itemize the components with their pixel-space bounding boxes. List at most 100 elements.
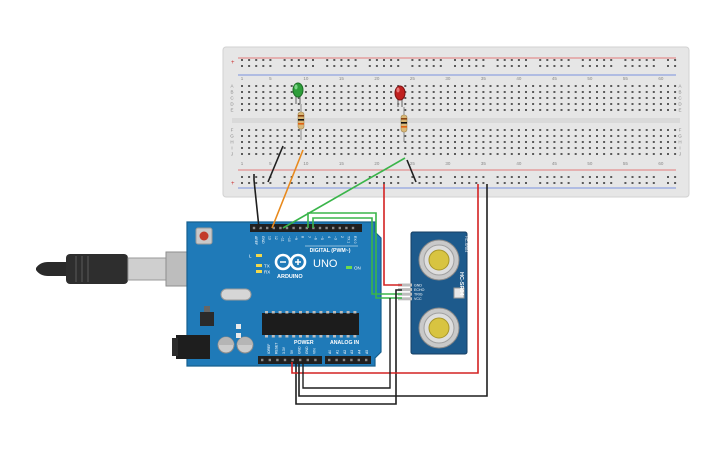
breadboard-hole[interactable] [631,135,634,137]
breadboard-hole[interactable] [255,109,258,111]
breadboard-hole[interactable] [262,97,265,99]
breadboard-hole[interactable] [532,129,535,131]
analog-header-pin[interactable] [342,358,346,362]
breadboard-hole[interactable] [659,85,662,87]
breadboard-hole[interactable] [333,153,336,155]
wire-orange-green-led[interactable] [271,149,304,229]
wire-black-gnd-digital[interactable] [253,174,260,229]
breadboard-hole[interactable] [475,129,478,131]
breadboard-hole[interactable] [560,97,563,99]
breadboard-hole[interactable] [297,97,300,99]
breadboard-hole[interactable] [567,97,570,99]
breadboard-hole[interactable] [468,97,471,99]
breadboard-hole[interactable] [340,109,343,111]
breadboard-hole[interactable] [304,65,307,67]
breadboard-hole[interactable] [489,147,492,149]
breadboard-hole[interactable] [347,91,350,93]
breadboard-hole[interactable] [659,135,662,137]
wires[interactable] [253,145,488,405]
breadboard-hole[interactable] [304,103,307,105]
usb-cable[interactable] [36,251,197,287]
breadboard-hole[interactable] [667,147,669,149]
breadboard-hole[interactable] [319,109,322,111]
power-header-pin[interactable] [261,358,264,362]
breadboard-hole[interactable] [667,65,669,67]
breadboard-hole[interactable] [383,129,385,131]
breadboard-hole[interactable] [560,153,563,155]
breadboard-hole[interactable] [588,103,591,105]
breadboard-hole[interactable] [418,129,421,131]
breadboard-hole[interactable] [610,135,613,137]
breadboard-hole[interactable] [638,65,641,67]
breadboard-hole[interactable] [517,153,520,155]
breadboard-hole[interactable] [241,91,243,93]
breadboard-hole[interactable] [425,65,428,67]
breadboard-hole[interactable] [269,141,272,143]
breadboard-hole[interactable] [347,85,350,87]
breadboard-hole[interactable] [432,182,435,184]
breadboard-hole[interactable] [397,109,400,111]
breadboard-hole[interactable] [539,153,542,155]
breadboard-hole[interactable] [446,153,449,155]
breadboard-hole[interactable] [532,153,535,155]
breadboard-hole[interactable] [532,97,535,99]
breadboard-hole[interactable] [652,129,655,131]
breadboard-hole[interactable] [375,109,378,111]
breadboard-hole[interactable] [354,135,357,137]
breadboard-hole[interactable] [617,85,620,87]
breadboard-hole[interactable] [560,129,563,131]
wire-red-sensor-vcc[interactable] [383,184,402,286]
breadboard[interactable]: + + 115510101515202025253030353540404545… [222,46,690,198]
breadboard-hole[interactable] [276,103,279,105]
wire-green-red-led[interactable] [282,157,406,229]
breadboard-hole[interactable] [333,59,336,61]
breadboard-hole[interactable] [624,97,627,99]
breadboard-hole[interactable] [383,109,385,111]
breadboard-hole[interactable] [461,91,464,93]
breadboard-hole[interactable] [354,109,357,111]
breadboard-hole[interactable] [439,129,442,131]
breadboard-hole[interactable] [326,135,329,137]
breadboard-hole[interactable] [354,91,357,93]
green-led[interactable] [292,82,304,104]
breadboard-hole[interactable] [404,147,407,149]
breadboard-hole[interactable] [638,97,641,99]
breadboard-hole[interactable] [553,176,556,178]
breadboard-hole[interactable] [546,59,549,61]
breadboard-hole[interactable] [241,103,243,105]
breadboard-hole[interactable] [241,59,243,61]
breadboard-hole[interactable] [596,182,598,184]
breadboard-hole[interactable] [581,129,584,131]
breadboard-hole[interactable] [397,153,400,155]
breadboard-hole[interactable] [461,109,464,111]
breadboard-hole[interactable] [297,103,300,105]
breadboard-hole[interactable] [368,85,371,87]
breadboard-hole[interactable] [418,153,421,155]
breadboard-hole[interactable] [304,176,307,178]
breadboard-hole[interactable] [631,97,634,99]
power-analog-header-pins[interactable] [261,358,368,362]
breadboard-hole[interactable] [262,109,265,111]
breadboard-hole[interactable] [581,147,584,149]
breadboard-hole[interactable] [553,103,556,105]
breadboard-hole[interactable] [468,153,471,155]
breadboard-hole[interactable] [304,91,307,93]
breadboard-hole[interactable] [482,141,485,143]
breadboard-hole[interactable] [631,65,634,67]
breadboard-hole[interactable] [361,129,364,131]
breadboard-hole[interactable] [674,85,677,87]
breadboard-hole[interactable] [652,141,655,143]
breadboard-hole[interactable] [333,97,336,99]
breadboard-hole[interactable] [354,182,357,184]
breadboard-hole[interactable] [319,103,322,105]
breadboard-hole[interactable] [461,103,464,105]
breadboard-hole[interactable] [603,129,606,131]
breadboard-hole[interactable] [588,97,591,99]
sensor-pin[interactable] [398,288,412,292]
breadboard-hole[interactable] [333,85,336,87]
breadboard-hole[interactable] [638,109,641,111]
breadboard-hole[interactable] [326,91,329,93]
breadboard-hole[interactable] [574,135,577,137]
digital-header-pin[interactable] [338,226,341,230]
breadboard-hole[interactable] [276,153,279,155]
